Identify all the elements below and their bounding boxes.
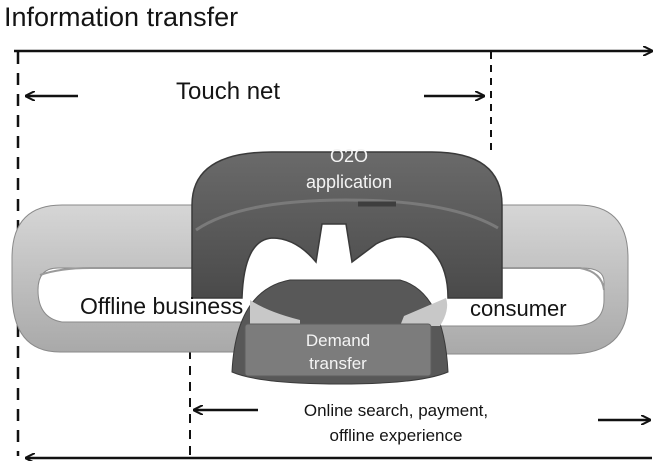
online-label: Online search, payment, offline experien… (246, 398, 546, 448)
o2o-label-line-1: O2O (329, 146, 368, 166)
touch-net-label: Touch net (176, 78, 281, 105)
o2o-label-line-2: application (305, 172, 393, 192)
offline-business-label: Offline business (80, 293, 244, 319)
demand-label-line-2: transfer (309, 354, 367, 373)
online-label-line-1: Online search, payment, (303, 401, 489, 420)
consumer-label: consumer (470, 296, 567, 321)
demand-transfer-box (244, 323, 432, 377)
demand-label-line-1: Demand (305, 331, 371, 350)
demand-transfer-label: Demand transfer (246, 329, 430, 375)
o2o-application-label: O2O application (274, 143, 424, 195)
consumer-link (404, 204, 629, 355)
diagram-title: Information transfer (4, 2, 239, 32)
online-label-line-2: offline experience (329, 426, 463, 445)
o2o-application-link (191, 151, 503, 299)
